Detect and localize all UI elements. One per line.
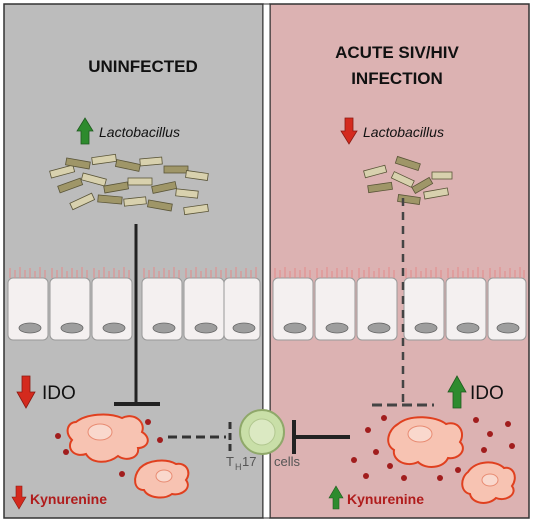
right-panel-title-line2: INFECTION [351, 69, 443, 88]
right-kynurenine-label: Kynurenine [347, 491, 424, 507]
right-ido-cell-small [461, 461, 516, 504]
right-ido-cell-large [387, 416, 464, 468]
right-panel-title-line1: ACUTE SIV/HIV [335, 43, 459, 62]
panel-divider [262, 3, 271, 519]
right-lactobacillus-cluster [363, 155, 453, 205]
th17-label-suffix: cells [274, 454, 301, 469]
microvilli [9, 267, 525, 278]
left-lactobacillus-cluster [49, 153, 209, 216]
left-lactobacillus-up-arrow-icon [76, 117, 94, 145]
left-ido-label: IDO [42, 383, 76, 404]
epithelium-nuclei [18, 322, 520, 334]
right-ido-label: IDO [470, 383, 504, 404]
left-ido-cell-small [134, 459, 190, 499]
th17-label-subscript: H [235, 462, 242, 472]
right-lactobacillus-label: Lactobacillus [363, 124, 444, 140]
right-kynurenine-up-arrow-icon [328, 485, 344, 510]
right-lactobacillus-down-arrow-icon [340, 117, 358, 145]
right-ido-up-arrow-icon [447, 375, 467, 409]
left-epithelium-cells [7, 277, 261, 341]
left-lactobacillus-label: Lactobacillus [99, 124, 180, 140]
left-kynurenine-label: Kynurenine [30, 491, 107, 507]
left-ido-cell-large [66, 413, 149, 463]
left-kynurenine-down-arrow-icon [11, 485, 27, 510]
left-panel-title: UNINFECTED [88, 57, 198, 76]
left-kynurenine-dots [55, 419, 163, 477]
th17-label-number: 17 [242, 454, 256, 469]
right-kynurenine-dots [351, 415, 515, 481]
left-ido-down-arrow-icon [16, 375, 36, 409]
th17-label-prefix: T [226, 454, 234, 469]
th17-cell-nucleus [248, 418, 276, 446]
